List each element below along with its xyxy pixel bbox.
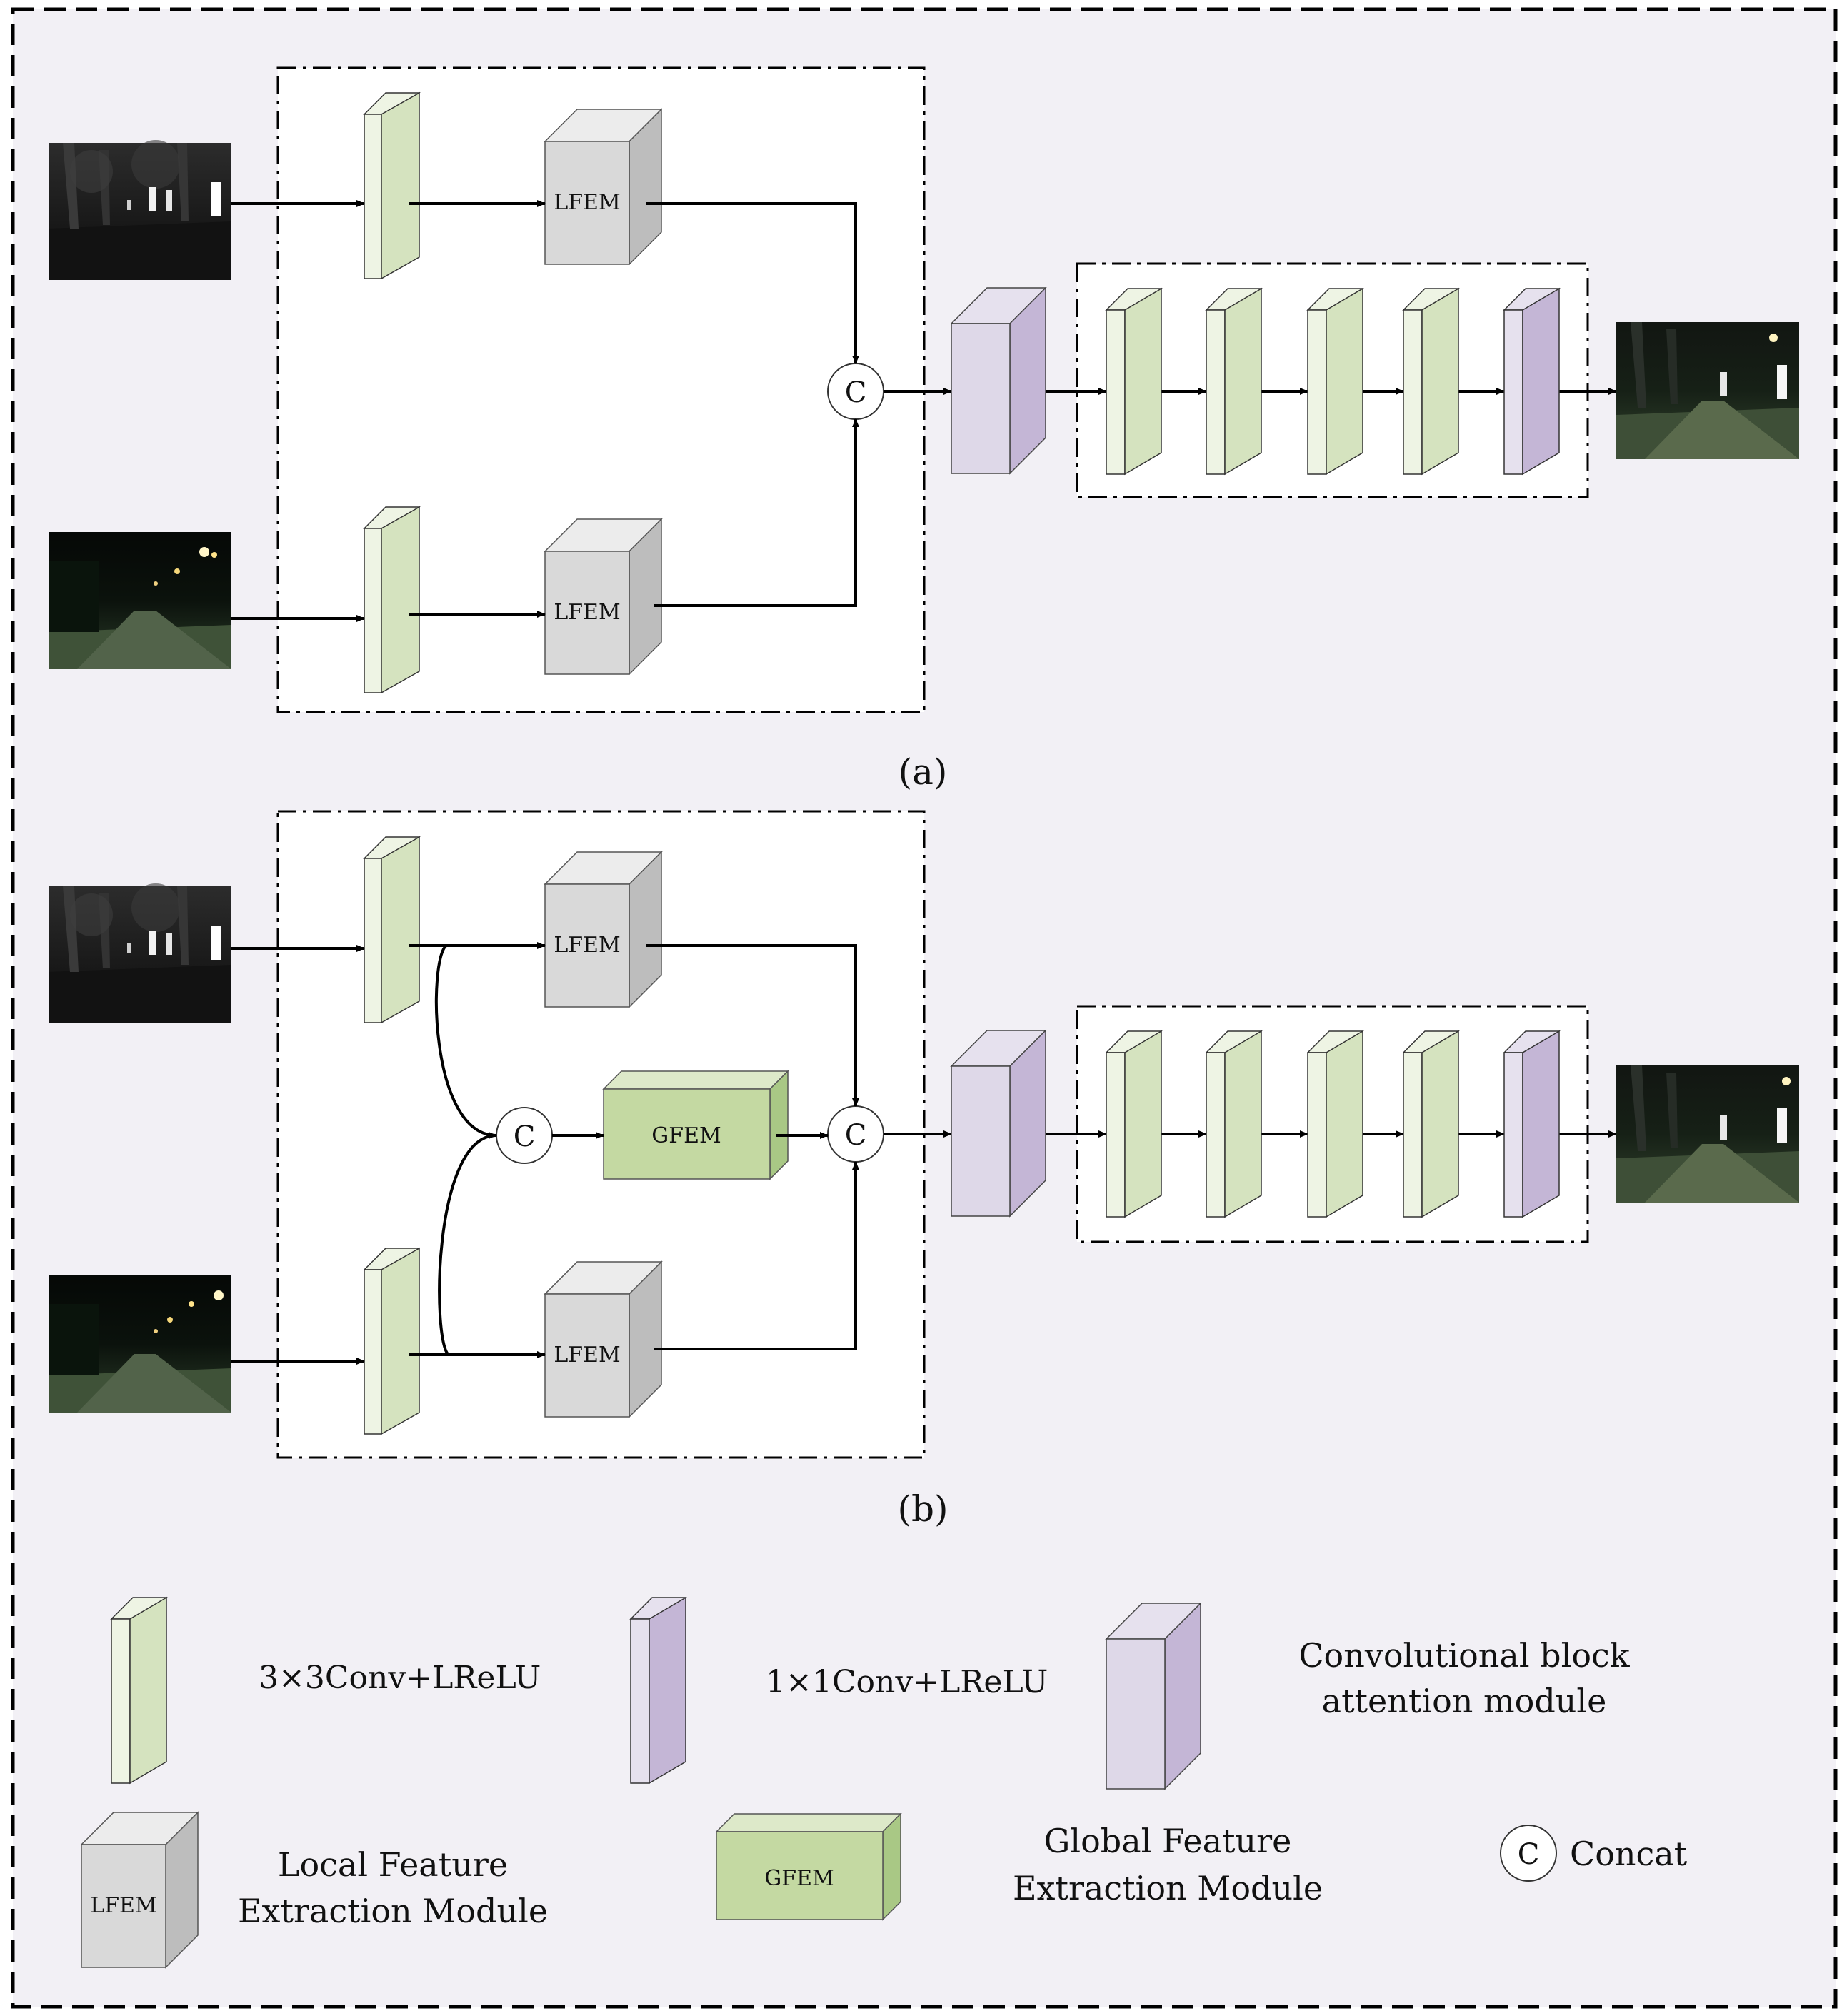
legend-concat-swatch: C xyxy=(1500,1825,1557,1882)
lfem-block: LFEM xyxy=(544,851,663,1008)
panel-a: LFEM LFEM C xyxy=(49,66,1799,793)
legend-conv1x1-swatch xyxy=(629,1596,687,1785)
concat-symbol: C xyxy=(845,1119,867,1152)
legend: 3×3Conv+LReLU 1×1Conv+LReLU Convolutiona… xyxy=(80,1596,1688,1969)
concat-node-inner: C xyxy=(496,1107,553,1164)
conv3x3-block xyxy=(1105,287,1163,476)
lfem-label: LFEM xyxy=(554,600,620,625)
panel-a-caption: (a) xyxy=(899,751,948,793)
gfem-label: GFEM xyxy=(764,1866,834,1891)
legend-gfem-label-line1: Global Feature xyxy=(1044,1822,1292,1860)
conv3x3-block xyxy=(1205,1030,1263,1218)
gfem-block: GFEM xyxy=(602,1070,789,1180)
legend-cbam-label-line1: Convolutional block xyxy=(1298,1636,1630,1675)
concat-symbol: C xyxy=(514,1120,536,1153)
conv3x3-block xyxy=(1402,287,1460,476)
lfem-label: LFEM xyxy=(554,190,620,215)
conv3x3-block xyxy=(1205,287,1263,476)
fused-output-image-b xyxy=(1616,1065,1799,1203)
lfem-block: LFEM xyxy=(544,1260,663,1418)
conv3x3-block xyxy=(363,506,421,694)
conv1x1-block xyxy=(1503,287,1561,476)
legend-lfem-swatch: LFEM xyxy=(80,1811,199,1969)
concat-node: C xyxy=(827,363,884,420)
conv3x3-block xyxy=(1306,287,1364,476)
connections-b xyxy=(231,942,1617,1365)
legend-gfem-label-line2: Extraction Module xyxy=(1013,1869,1323,1907)
visible-input-image-a xyxy=(49,532,231,669)
cbam-block xyxy=(950,1029,1047,1218)
gfem-label: GFEM xyxy=(651,1123,721,1148)
legend-conv3x3-label: 3×3Conv+LReLU xyxy=(259,1660,541,1696)
lfem-label: LFEM xyxy=(554,933,620,958)
fused-output-image-a xyxy=(1616,322,1799,459)
panel-b-caption: (b) xyxy=(897,1488,948,1530)
lfem-block: LFEM xyxy=(544,108,663,266)
concat-symbol: C xyxy=(1518,1838,1540,1871)
lfem-label: LFEM xyxy=(554,1343,620,1368)
conv3x3-block xyxy=(363,1247,421,1435)
conv3x3-block xyxy=(1402,1030,1460,1218)
legend-concat-label: Concat xyxy=(1570,1835,1688,1873)
lfem-label: LFEM xyxy=(90,1893,156,1918)
legend-conv3x3-swatch xyxy=(110,1596,168,1785)
conv3x3-block xyxy=(363,836,421,1024)
legend-cbam-swatch xyxy=(1105,1602,1202,1790)
cbam-block xyxy=(950,286,1047,475)
legend-lfem-label-line1: Local Feature xyxy=(278,1845,508,1884)
connections-a xyxy=(231,200,1617,622)
legend-gfem-swatch: GFEM xyxy=(715,1812,902,1921)
visible-input-image-b xyxy=(49,1275,231,1413)
panel-b: LFEM LFEM GFEM C C xyxy=(49,810,1799,1530)
lfem-block: LFEM xyxy=(544,518,663,676)
concat-node-outer: C xyxy=(827,1105,884,1163)
infrared-input-image-b xyxy=(49,883,231,1023)
legend-lfem-label-line2: Extraction Module xyxy=(238,1892,548,1930)
conv3x3-block xyxy=(1306,1030,1364,1218)
conv3x3-block xyxy=(1105,1030,1163,1218)
conv1x1-block xyxy=(1503,1030,1561,1218)
infrared-input-image-a xyxy=(49,140,231,280)
legend-cbam-label-line2: attention module xyxy=(1322,1682,1607,1720)
legend-conv1x1-label: 1×1Conv+LReLU xyxy=(766,1664,1048,1700)
concat-symbol: C xyxy=(845,376,867,409)
conv3x3-block xyxy=(363,91,421,280)
